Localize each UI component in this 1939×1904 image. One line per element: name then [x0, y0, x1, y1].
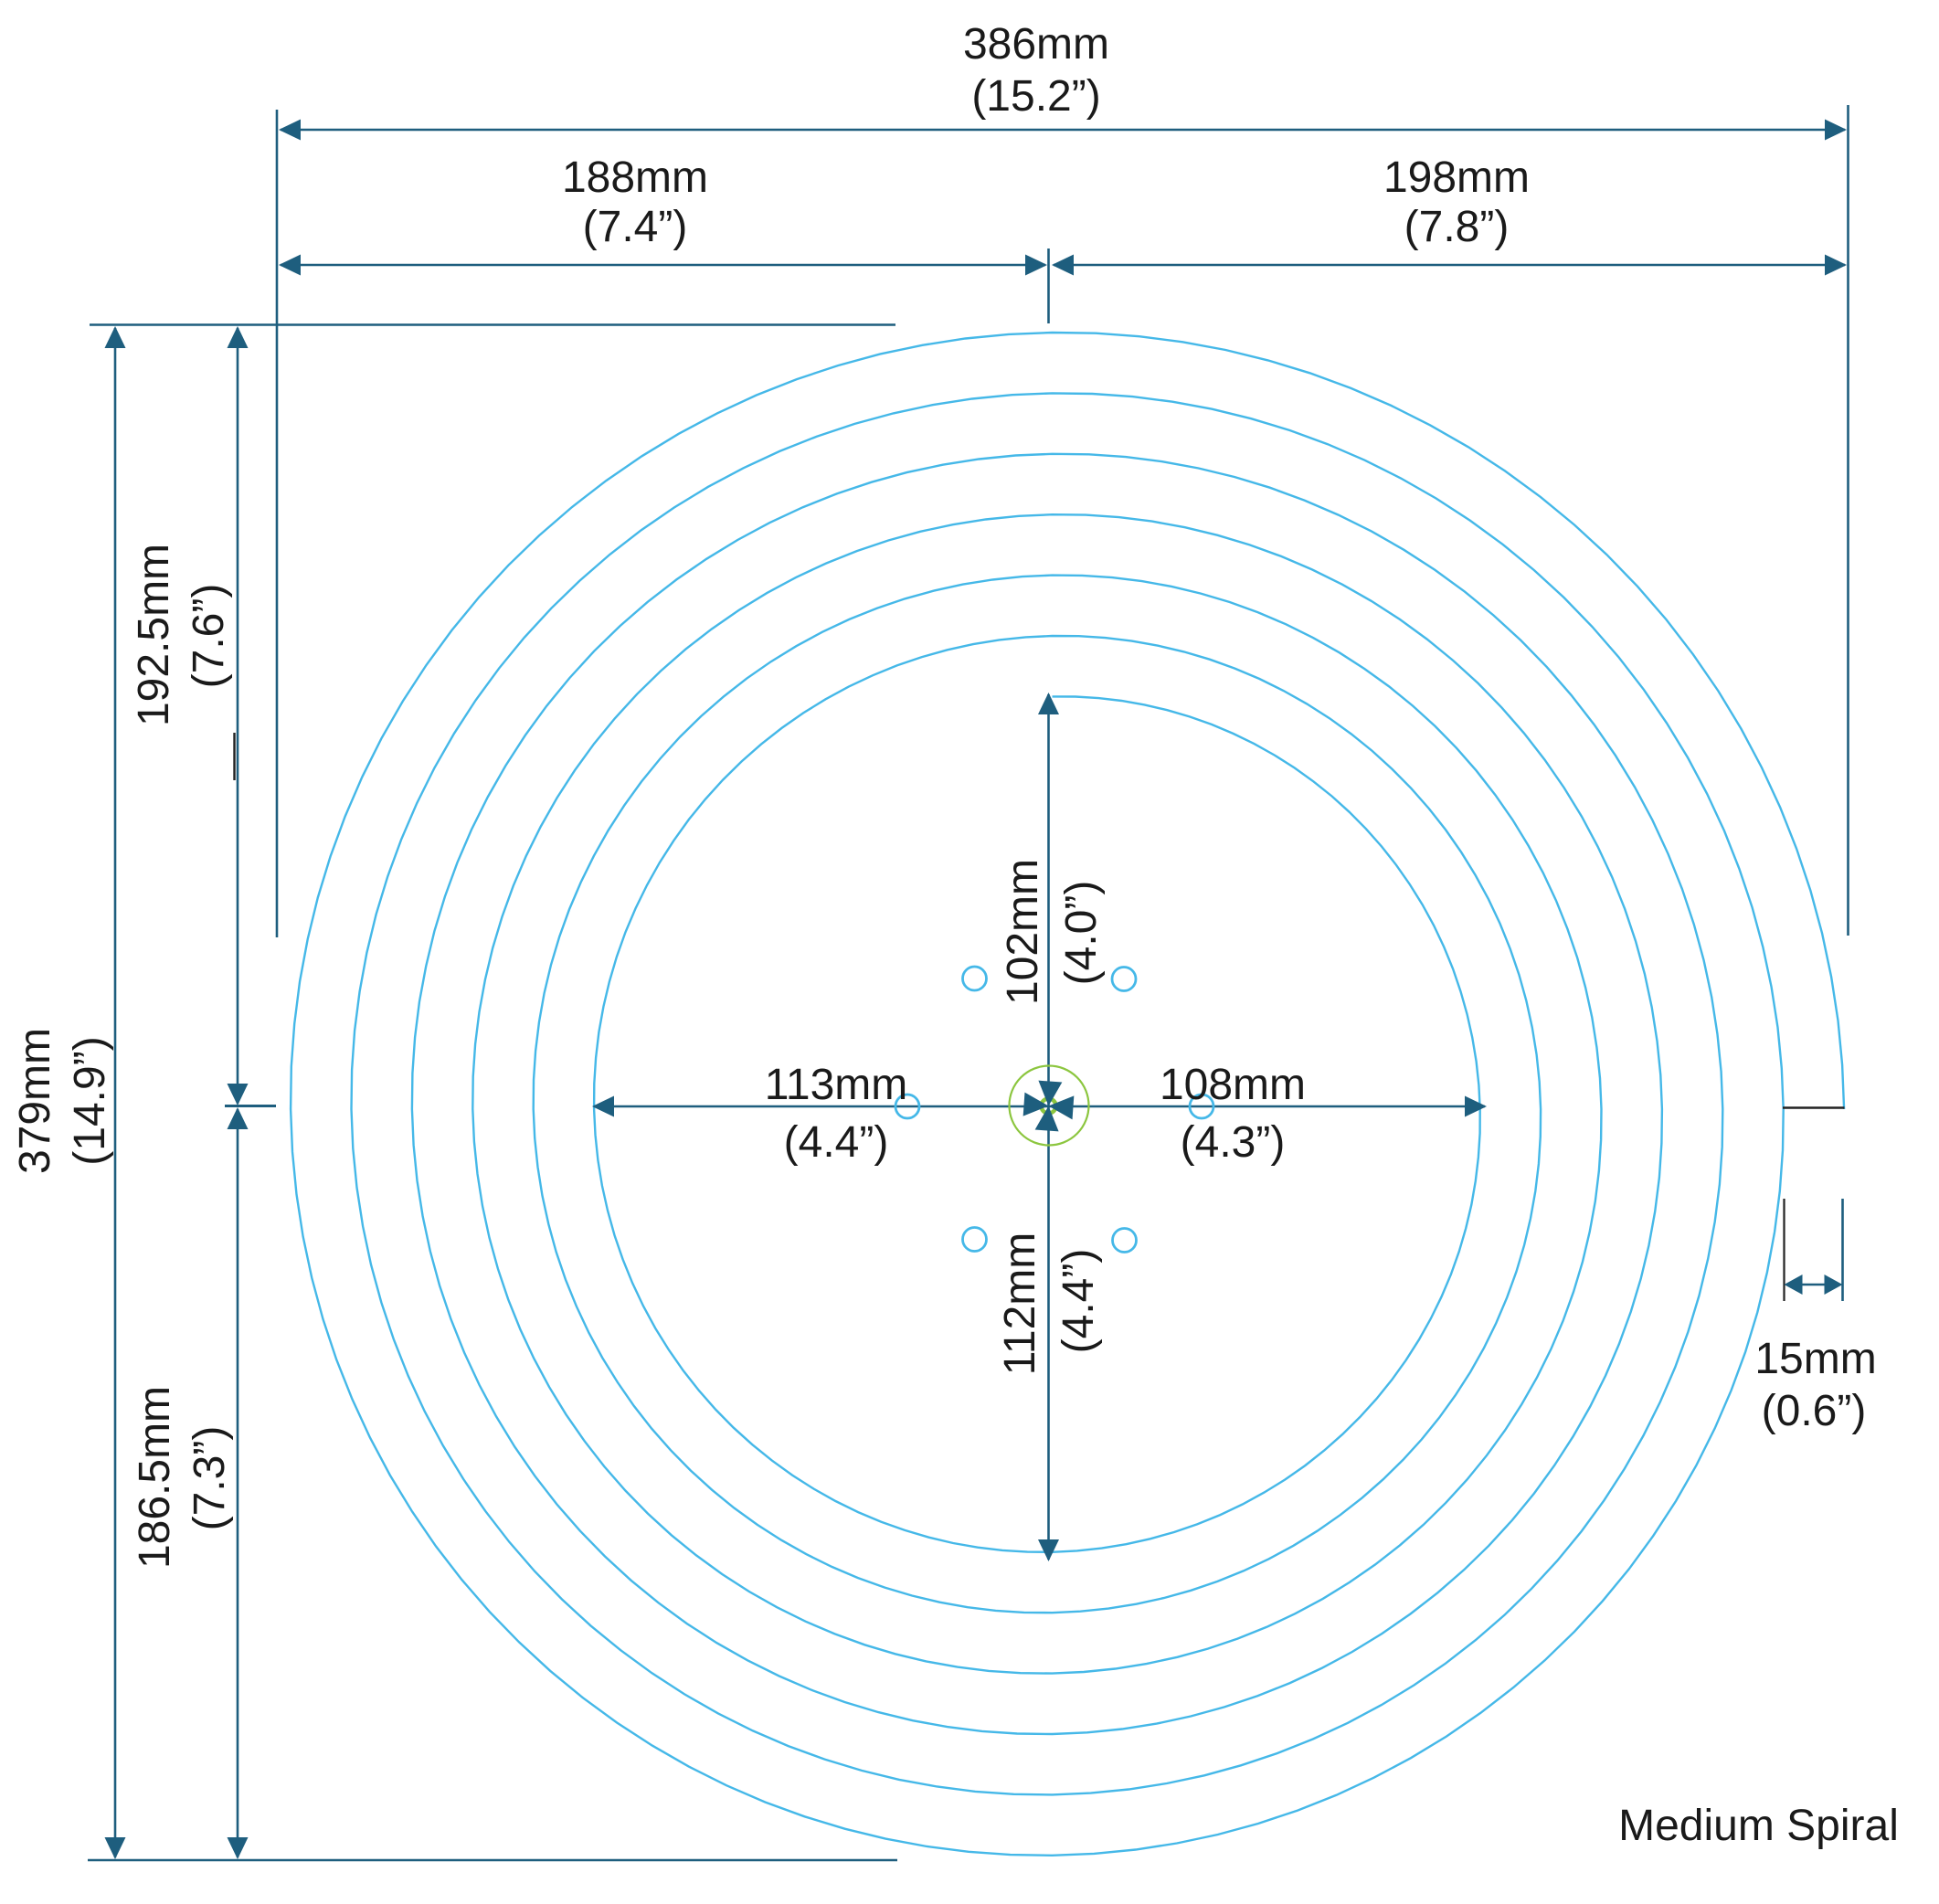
svg-text:15mm: 15mm	[1754, 1335, 1876, 1383]
svg-text:192.5mm: 192.5mm	[130, 544, 178, 726]
svg-text:(15.2”): (15.2”)	[971, 72, 1100, 121]
svg-text:Medium Spiral: Medium Spiral	[1618, 1802, 1899, 1850]
svg-text:386mm: 386mm	[963, 20, 1109, 69]
svg-text:112mm: 112mm	[996, 1232, 1044, 1376]
svg-text:(4.4”): (4.4”)	[1054, 1249, 1103, 1354]
svg-text:188mm: 188mm	[562, 153, 708, 202]
svg-text:102mm: 102mm	[999, 859, 1047, 1005]
svg-text:(7.6”): (7.6”)	[185, 584, 233, 689]
svg-text:108mm: 108mm	[1160, 1061, 1306, 1109]
svg-text:113mm: 113mm	[765, 1061, 908, 1109]
svg-text:(14.9”): (14.9”)	[66, 1036, 114, 1165]
svg-text:(7.4”): (7.4”)	[583, 203, 688, 251]
svg-text:(4.3”): (4.3”)	[1181, 1118, 1286, 1167]
svg-text:379mm: 379mm	[11, 1028, 59, 1174]
svg-text:(4.0”): (4.0”)	[1057, 881, 1106, 986]
svg-text:(4.4”): (4.4”)	[784, 1118, 889, 1167]
svg-text:(7.8”): (7.8”)	[1404, 203, 1510, 251]
svg-text:(7.3”): (7.3”)	[185, 1426, 234, 1531]
svg-text:(0.6”): (0.6”)	[1762, 1387, 1867, 1435]
svg-text:186.5mm: 186.5mm	[131, 1386, 179, 1569]
svg-text:198mm: 198mm	[1383, 153, 1530, 202]
